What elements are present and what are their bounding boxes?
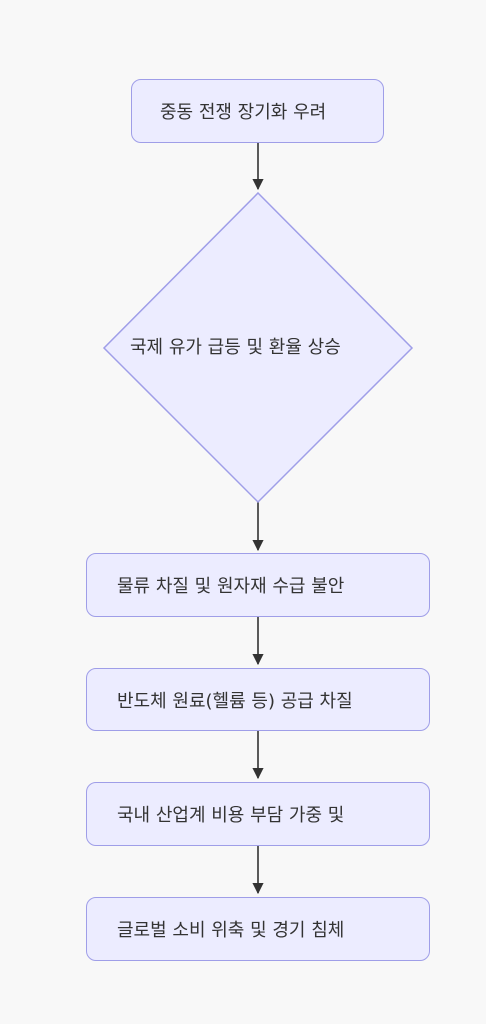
node-label: 국내 산업계 비용 부담 가중 및 [117, 805, 345, 826]
decision-label: 국제 유가 급등 및 환율 상승 [130, 337, 341, 358]
node-semiconductor-supply: 반도체 원료(헬륨 등) 공급 차질 [86, 668, 430, 731]
node-global-recession: 글로벌 소비 위축 및 경기 침체 [86, 897, 430, 961]
node-logistics-disruption: 물류 차질 및 원자재 수급 불안 [86, 553, 430, 617]
node-label: 중동 전쟁 장기화 우려 [160, 102, 327, 123]
decision-diamond [102, 191, 414, 504]
node-label: 반도체 원료(헬륨 등) 공급 차질 [117, 690, 353, 712]
node-label: 물류 차질 및 원자재 수급 불안 [117, 576, 345, 597]
node-industry-cost-burden: 국내 산업계 비용 부담 가중 및 [86, 782, 430, 846]
node-middle-east-war: 중동 전쟁 장기화 우려 [131, 79, 384, 143]
node-label: 글로벌 소비 위축 및 경기 침체 [117, 920, 345, 941]
